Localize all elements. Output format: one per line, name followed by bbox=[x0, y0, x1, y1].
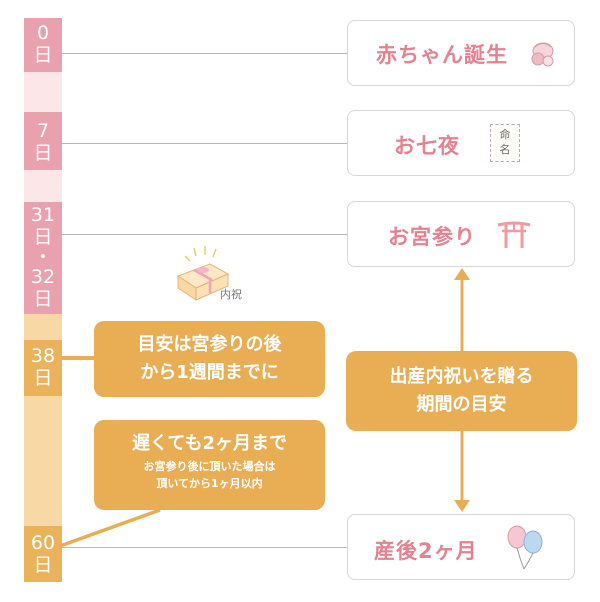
timeline-segment-day38 bbox=[24, 340, 62, 396]
event-label-oshichiya: お七夜 bbox=[394, 134, 460, 158]
gift-box-illustration: 内祝 bbox=[172, 246, 242, 306]
event-box-two-months: 産後2ヶ月 bbox=[347, 514, 575, 580]
callout-target-line2: から1週間までに bbox=[140, 362, 279, 383]
connector-line-two-months bbox=[62, 547, 347, 548]
callout-late-sub2: 頂いてから1ヶ月以内 bbox=[156, 477, 263, 490]
naming-paper-icon: 命 名 bbox=[490, 124, 520, 162]
callout-period-line2: 期間の目安 bbox=[416, 394, 507, 415]
connector-line-oshichiya bbox=[62, 143, 347, 144]
callout-period: 出産内祝いを贈る 期間の目安 bbox=[346, 351, 577, 431]
connector-line-omiyamairi bbox=[62, 234, 347, 235]
event-box-birth: 赤ちゃん誕生 bbox=[347, 20, 575, 86]
event-label-omiyamairi: お宮参り bbox=[388, 225, 476, 249]
timeline-segment-gap4 bbox=[24, 396, 62, 526]
event-box-oshichiya: お七夜 命 名 bbox=[347, 110, 575, 176]
balloons-icon bbox=[507, 525, 543, 570]
timeline-segment-day60 bbox=[24, 526, 62, 582]
naming-char-2: 名 bbox=[499, 143, 511, 156]
timeline-segment-day31 bbox=[24, 202, 62, 314]
callout-late-main: 遅くても2ヶ月まで bbox=[131, 433, 288, 454]
callout-target: 目安は宮参りの後 から1週間までに bbox=[94, 321, 325, 397]
event-box-omiyamairi: お宮参り bbox=[347, 201, 575, 267]
callout-late-sub1: お宮参り後に頂いた場合は bbox=[143, 460, 276, 473]
baby-clothes-icon bbox=[531, 42, 554, 67]
callout-period-line1: 出産内祝いを贈る bbox=[389, 366, 534, 387]
event-label-two-months: 産後2ヶ月 bbox=[374, 539, 478, 563]
timeline-segment-gap3 bbox=[24, 314, 62, 340]
naming-char-1: 命 bbox=[499, 128, 511, 141]
callout-connector-38 bbox=[62, 356, 94, 360]
gift-label: 内祝 bbox=[220, 288, 242, 301]
callout-late: 遅くても2ヶ月まで お宮参り後に頂いた場合は 頂いてから1ヶ月以内 bbox=[94, 420, 325, 510]
callout-target-line1: 目安は宮参りの後 bbox=[137, 334, 282, 355]
gift-box-icon bbox=[176, 246, 230, 301]
connector-line-birth bbox=[62, 53, 347, 54]
timeline-segment-day0 bbox=[24, 18, 62, 72]
torii-gate-icon bbox=[497, 221, 531, 248]
timeline-segment-gap1 bbox=[24, 72, 62, 112]
timeline-segment-day7 bbox=[24, 112, 62, 170]
callout-connector-60 bbox=[59, 508, 161, 548]
event-label-birth: 赤ちゃん誕生 bbox=[376, 43, 508, 67]
timeline-segment-gap2 bbox=[24, 170, 62, 202]
